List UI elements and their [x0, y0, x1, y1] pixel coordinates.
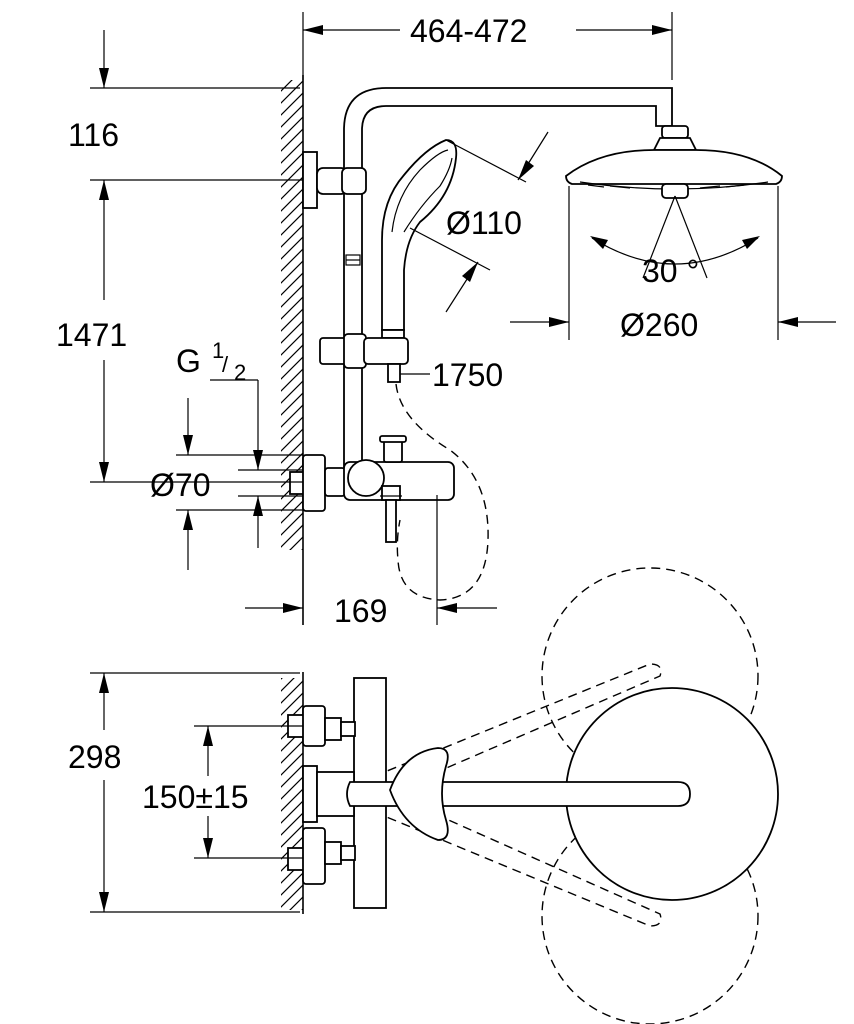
label-thread-num: 1 — [212, 338, 224, 363]
wall-bracket — [302, 151, 348, 209]
swing-arm-upper — [359, 663, 662, 801]
swing-arm-lower — [359, 785, 662, 927]
label-depth-total: 298 — [68, 739, 121, 775]
label-height-main: 1471 — [56, 317, 127, 353]
label-head-angle: 30 ° — [642, 253, 699, 289]
thermostat-mixer — [289, 435, 455, 543]
overhead-shower — [565, 125, 783, 199]
label-inlet-spacing: 150±15 — [142, 779, 249, 815]
wall-side-view — [281, 75, 304, 625]
label-head-dia: Ø260 — [620, 307, 698, 343]
shower-arm-top-view — [346, 687, 779, 901]
label-spout-length: 169 — [334, 593, 387, 629]
label-hose-length: 1750 — [432, 357, 503, 393]
dimension-lines-side — [90, 12, 836, 625]
label-thread-den: 2 — [234, 360, 246, 385]
swing-position-lower — [541, 807, 759, 1024]
label-rosette-dia: Ø70 — [150, 467, 210, 503]
label-width-span: 464-472 — [410, 13, 527, 49]
shower-head-nozzles — [587, 184, 745, 189]
label-thread-slash: / — [222, 352, 229, 377]
label-hand-shower-dia: Ø110 — [446, 205, 522, 241]
top-view: 298 150±15 — [68, 567, 779, 1024]
label-thread-prefix: G — [176, 343, 201, 379]
label-top-offset: 116 — [68, 117, 119, 153]
wall-top-view — [281, 672, 304, 914]
slide-holder — [319, 333, 409, 383]
label-thread-size: G 1 / 2 — [176, 338, 246, 385]
side-view: 464-472 116 1471 G 1 / 2 Ø70 Ø110 30 ° Ø… — [56, 12, 836, 629]
dimension-lines-top — [90, 672, 303, 913]
